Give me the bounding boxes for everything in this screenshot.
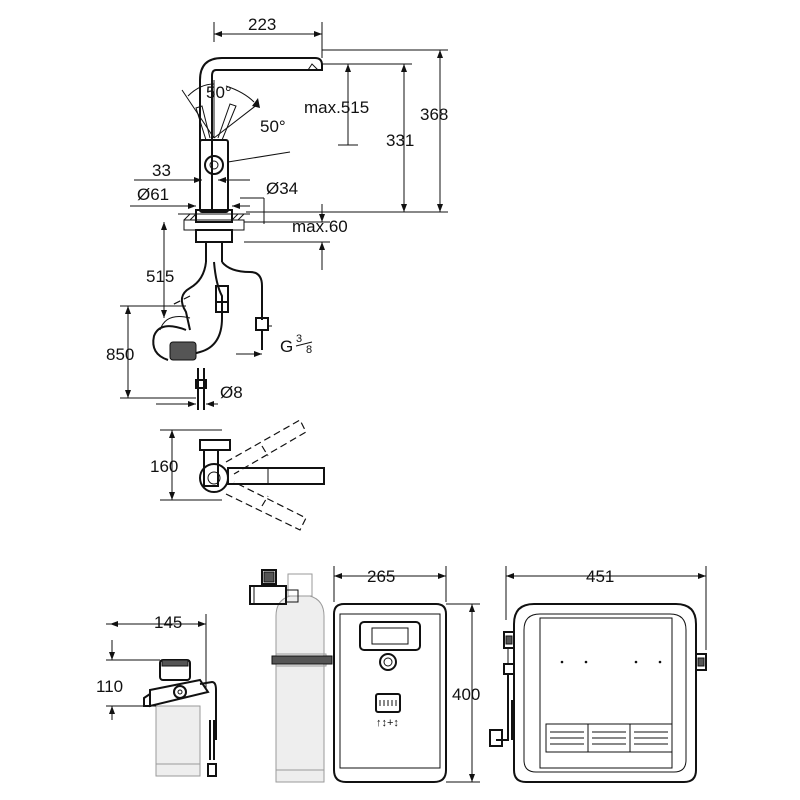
dim-total-height: 368 xyxy=(420,105,448,124)
faucet-top-view: 160 xyxy=(150,419,325,531)
dim-top-depth: 160 xyxy=(150,457,178,476)
faucet-body xyxy=(199,139,229,213)
dim-angle-right: 50° xyxy=(260,117,286,136)
chiller-front-body xyxy=(513,603,697,783)
dim-chiller-width: 451 xyxy=(586,567,614,586)
dim-chiller-height: 400 xyxy=(452,685,480,704)
filter-unit-view: 145 110 xyxy=(96,613,217,777)
dim-thread: G xyxy=(280,337,293,356)
dim-hose-length: 515 xyxy=(146,267,174,286)
dim-spout-height: 331 xyxy=(386,131,414,150)
dim-pipe-diameter: Ø8 xyxy=(220,383,243,402)
chiller-panel-label: ↑↕+↕ xyxy=(376,717,399,729)
chiller-front-view: 451 xyxy=(489,566,707,783)
dim-base-diameter: Ø61 xyxy=(137,185,169,204)
dim-filter-height: 110 xyxy=(96,677,123,696)
dim-max-deck: max.60 xyxy=(292,217,348,236)
dim-filter-width: 145 xyxy=(154,613,182,632)
faucet-spout xyxy=(199,57,323,210)
dim-below-deck: 850 xyxy=(106,345,134,364)
chiller-side-body xyxy=(333,603,447,783)
dim-thread-numerator: 3 xyxy=(296,333,302,345)
dim-lever-offset: 33 xyxy=(152,161,171,180)
chiller-side-view: ↑↕+↕ 265 400 xyxy=(249,566,480,783)
dim-max-spout: max.515 xyxy=(304,98,369,117)
dim-faucet-width: 223 xyxy=(248,15,276,34)
dim-chiller-depth: 265 xyxy=(367,567,395,586)
dim-angle-left: 50° xyxy=(206,83,232,102)
dim-hole-diameter: Ø34 xyxy=(266,179,298,198)
dim-thread-denominator: 8 xyxy=(306,344,312,356)
faucet-front-view: 223 50° 50° max.515 331 368 33 Ø61 Ø34 xyxy=(106,15,448,410)
